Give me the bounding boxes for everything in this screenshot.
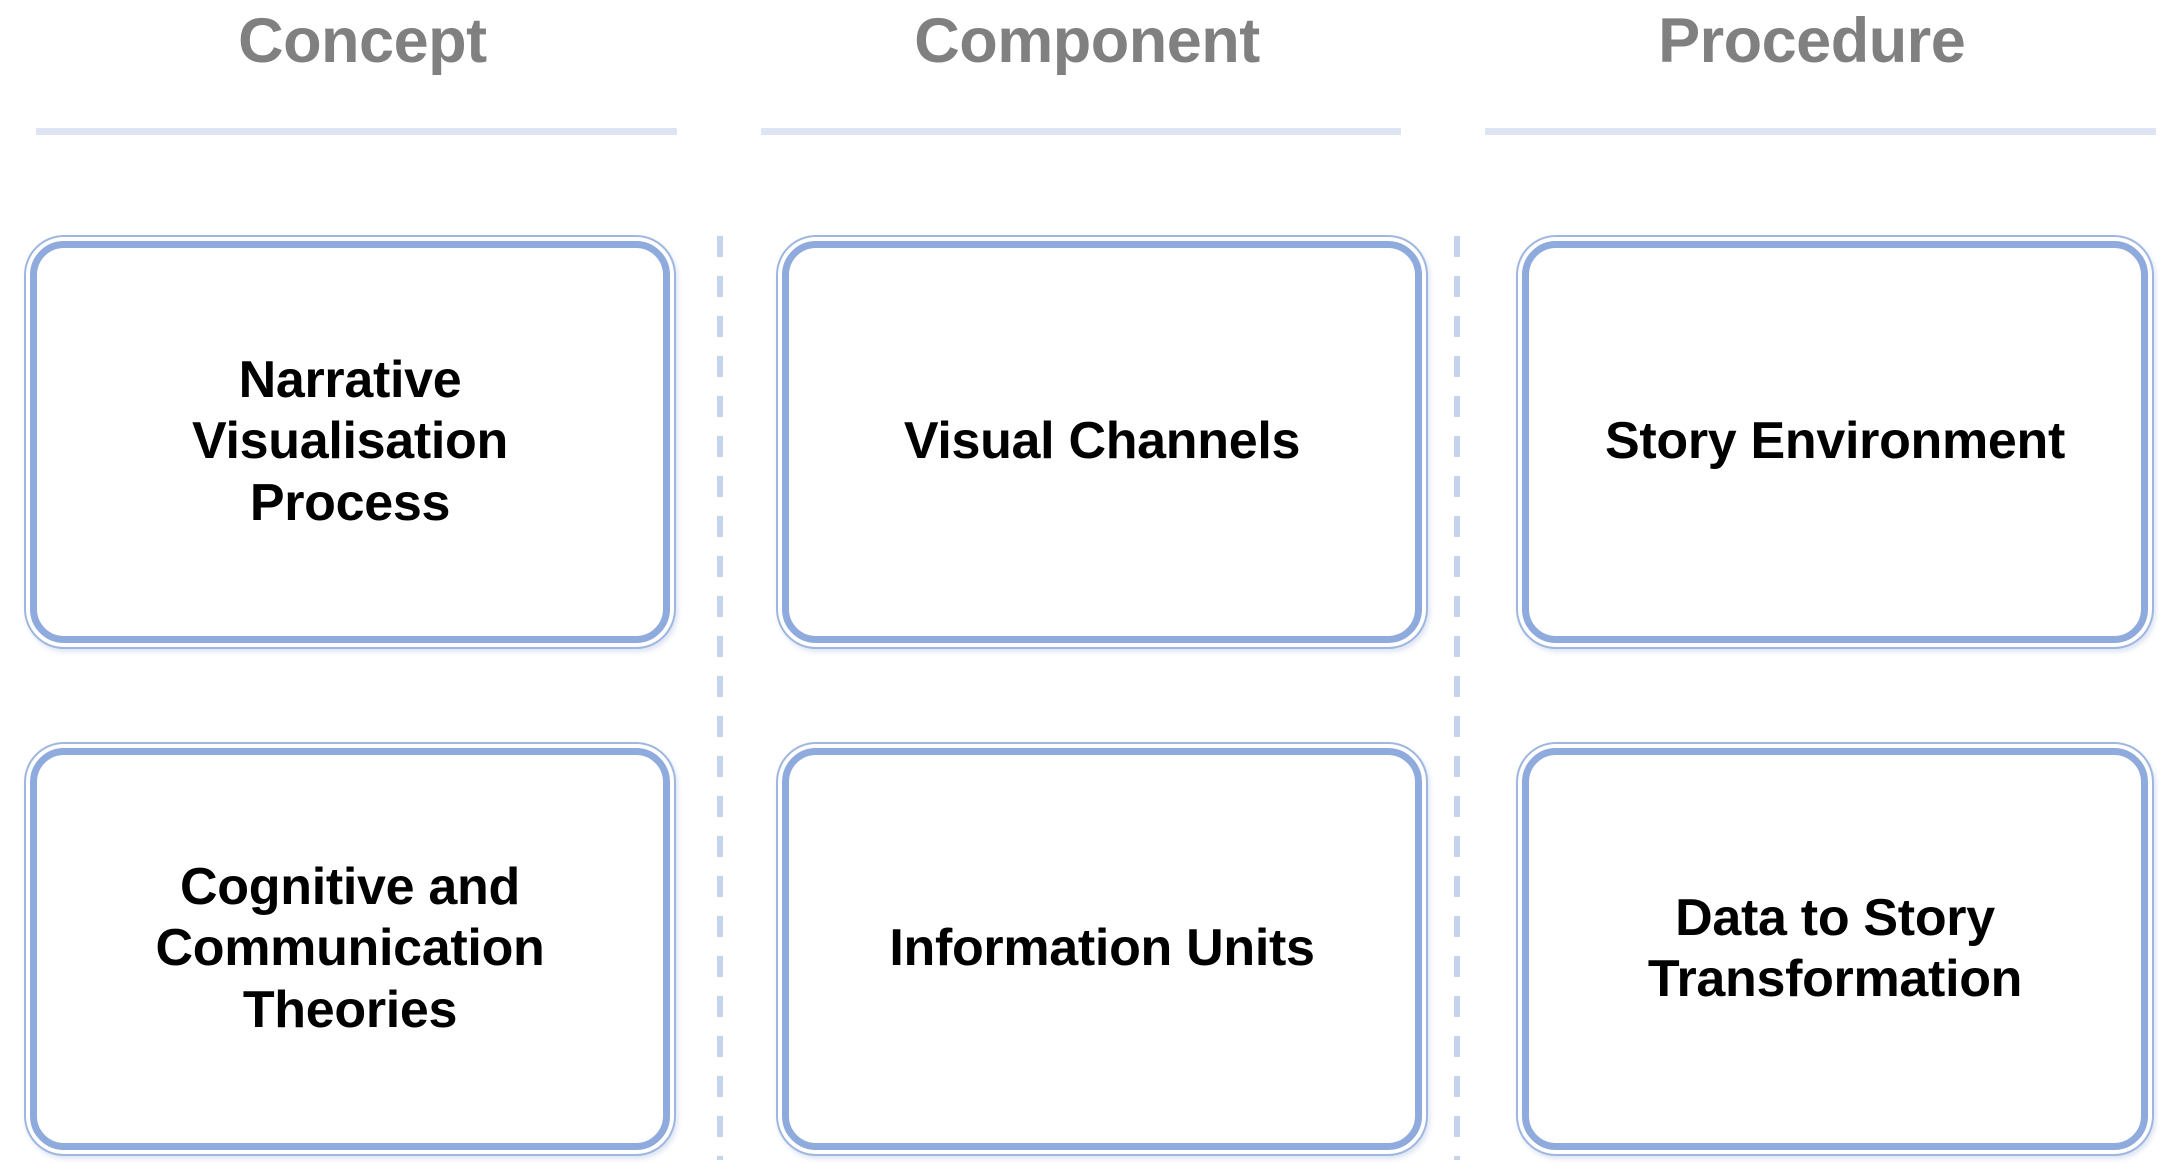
card-story-environment[interactable]: Story Environment	[1522, 241, 2148, 643]
column-header-rule	[36, 128, 677, 135]
card-label: Information Units	[889, 919, 1315, 978]
column-header-row: Concept Component Procedure	[0, 0, 2174, 150]
card-label: Cognitive and Communication Theories	[155, 857, 545, 1039]
card-narrative-visualisation-process[interactable]: Narrative Visualisation Process	[30, 241, 670, 643]
card-grid: Narrative Visualisation Process Visual C…	[0, 236, 2174, 1160]
column-header-component: Component	[725, 0, 1450, 150]
column-divider-2	[1454, 236, 1460, 1160]
card-cognitive-and-communication-theories[interactable]: Cognitive and Communication Theories	[30, 748, 670, 1150]
card-visual-channels[interactable]: Visual Channels	[782, 241, 1422, 643]
column-header-label: Concept	[238, 6, 487, 76]
column-header-rule	[1485, 128, 2157, 135]
card-label: Narrative Visualisation Process	[192, 350, 508, 532]
card-label: Visual Channels	[903, 412, 1301, 471]
card-label: Story Environment	[1604, 412, 2066, 471]
column-header-rule	[760, 128, 1402, 135]
column-header-concept: Concept	[0, 0, 725, 150]
column-header-procedure: Procedure	[1449, 0, 2174, 150]
card-information-units[interactable]: Information Units	[782, 748, 1422, 1150]
card-label: Data to Story Transformation	[1647, 888, 2023, 1008]
column-divider-1	[717, 236, 723, 1160]
column-header-label: Procedure	[1658, 6, 1966, 76]
column-header-label: Component	[914, 6, 1260, 76]
card-data-to-story-transformation[interactable]: Data to Story Transformation	[1522, 748, 2148, 1150]
